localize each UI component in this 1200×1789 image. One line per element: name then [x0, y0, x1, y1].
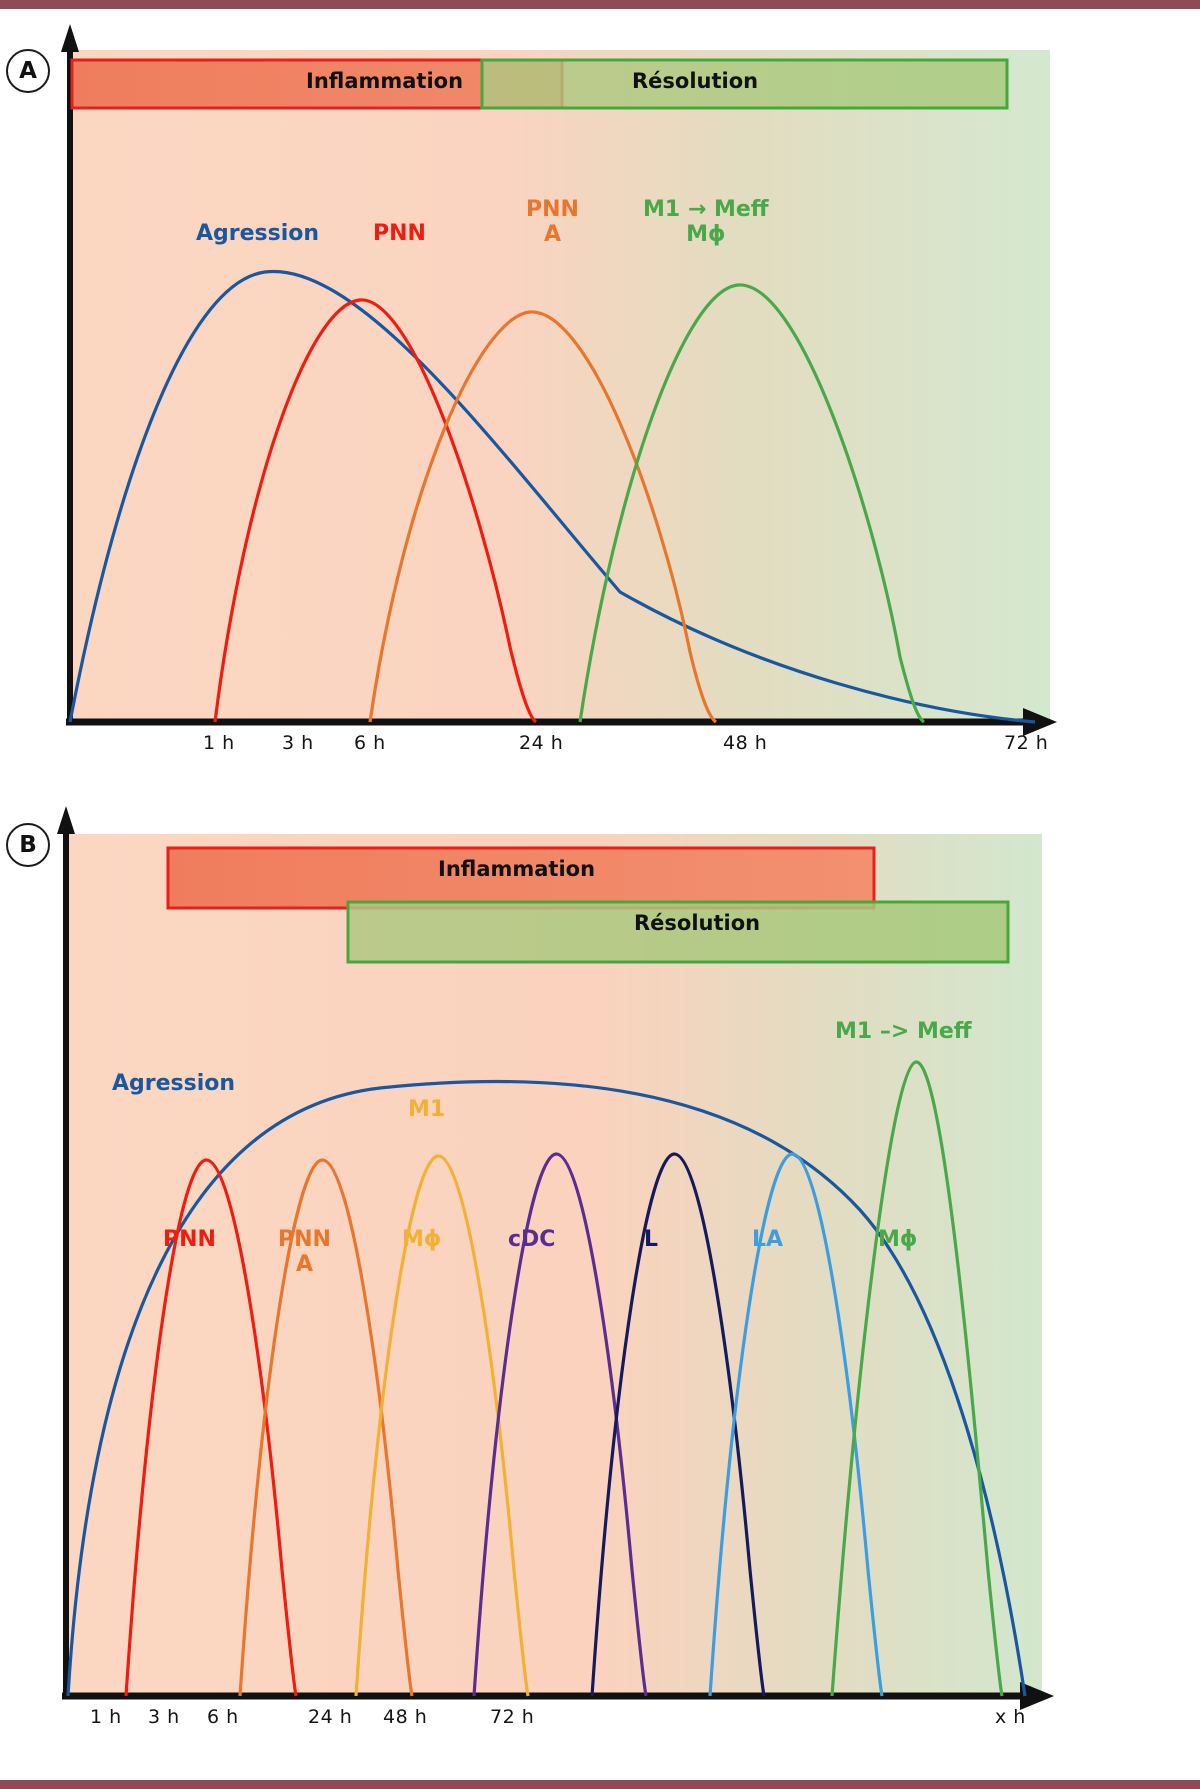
phase-bar-inflammation: [166, 846, 876, 910]
panel-b-badge: B: [6, 823, 50, 867]
curve-label-pnn-a-line1: PNN: [526, 197, 579, 222]
curve-label-agression: Agression: [196, 221, 320, 246]
curve-cdc: [472, 1152, 648, 1697]
phase-bar-inflammation: [70, 58, 564, 110]
tick-label-b-4: 48 h: [383, 1706, 428, 1728]
curve-label-pnn-a-line1: PNN: [278, 1227, 331, 1252]
panel-b: B: [0, 800, 1200, 1780]
curve-label-m1-meff-line1: M1 → Meff: [643, 197, 769, 222]
tick-label-b-1: 3 h: [148, 1706, 180, 1728]
panel-b-phase-bars: [166, 846, 1010, 964]
panel-a: A: [0, 14, 1200, 784]
panel-a-axes: [61, 24, 1057, 736]
top-rule: [0, 0, 1200, 9]
panel-a-badge: A: [6, 49, 50, 93]
tick-label-a-1: 3 h: [282, 732, 314, 754]
tick-label-b-3: 24 h: [308, 1706, 353, 1728]
curve-pnn-a: [368, 310, 718, 724]
panel-b-background: [66, 834, 1042, 1696]
panel-a-background: [70, 50, 1050, 722]
panel-a-phase-bars: [70, 58, 1009, 110]
axis-unit-label-b: x h: [995, 1706, 1026, 1728]
panel-a-svg: [61, 24, 1057, 736]
tick-label-a-5: 72 h: [1004, 732, 1049, 754]
curve-label-pnn: PNN: [373, 221, 426, 246]
curve-pnn-a: [238, 1158, 414, 1697]
curve-label-m1: M1: [408, 1097, 446, 1122]
tick-label-b-2: 6 h: [207, 1706, 239, 1728]
curve-label-agression: Agression: [112, 1071, 236, 1096]
bottom-rule: [0, 1780, 1200, 1789]
curve-label-la: LA: [752, 1227, 784, 1252]
curve-label-pnn-a: PNN A: [526, 197, 579, 247]
curve-mphi-green: [830, 1060, 1004, 1697]
panel-a-curves: [68, 269, 1036, 724]
curve-agression: [66, 1079, 1027, 1697]
tick-label-a-4: 48 h: [723, 732, 768, 754]
curve-label-pnn-a: PNN A: [278, 1227, 331, 1277]
curve-pnn: [213, 298, 538, 724]
curve-m1-mphi: [354, 1154, 530, 1697]
curve-label-pnn: PNN: [163, 1227, 216, 1252]
panel-b-plot: Inflammation Résolution Agression M1 –> …: [50, 806, 1060, 1770]
curve-label-m1-meff-mphi: M1 → Meff Mϕ: [643, 197, 769, 247]
tick-label-b-5: 72 h: [490, 1706, 535, 1728]
phase-bar-resolution: [480, 58, 1009, 110]
tick-label-a-0: 1 h: [203, 732, 235, 754]
curve-label-mphi-yellow: Mϕ: [402, 1227, 442, 1252]
curve-label-l: L: [644, 1227, 659, 1252]
phase-bar-resolution: [346, 900, 1010, 964]
tick-label-b-0: 1 h: [90, 1706, 122, 1728]
curve-label-cdc: cDC: [508, 1227, 556, 1252]
curve-label-mphi-green: Mϕ: [878, 1227, 918, 1252]
panel-b-curves: [66, 1060, 1027, 1697]
curve-label-pnn-a-line2: A: [295, 1251, 313, 1277]
panel-b-svg: [57, 806, 1054, 1710]
curve-pnn: [124, 1158, 298, 1697]
panel-a-plot: Inflammation Résolution Agression PNN PN…: [60, 24, 1060, 772]
curve-label-pnn-a-line2: A: [543, 221, 561, 247]
curve-label-m1-meff-line2: Mϕ: [686, 221, 726, 247]
curve-m1-meff-mphi: [578, 283, 926, 724]
curve-l: [590, 1152, 766, 1697]
curve-label-m1-meff: M1 –> Meff: [835, 1019, 972, 1044]
panel-b-axes: [57, 806, 1054, 1710]
tick-label-a-3: 24 h: [519, 732, 564, 754]
tick-label-a-2: 6 h: [354, 732, 386, 754]
curve-la: [708, 1152, 884, 1697]
